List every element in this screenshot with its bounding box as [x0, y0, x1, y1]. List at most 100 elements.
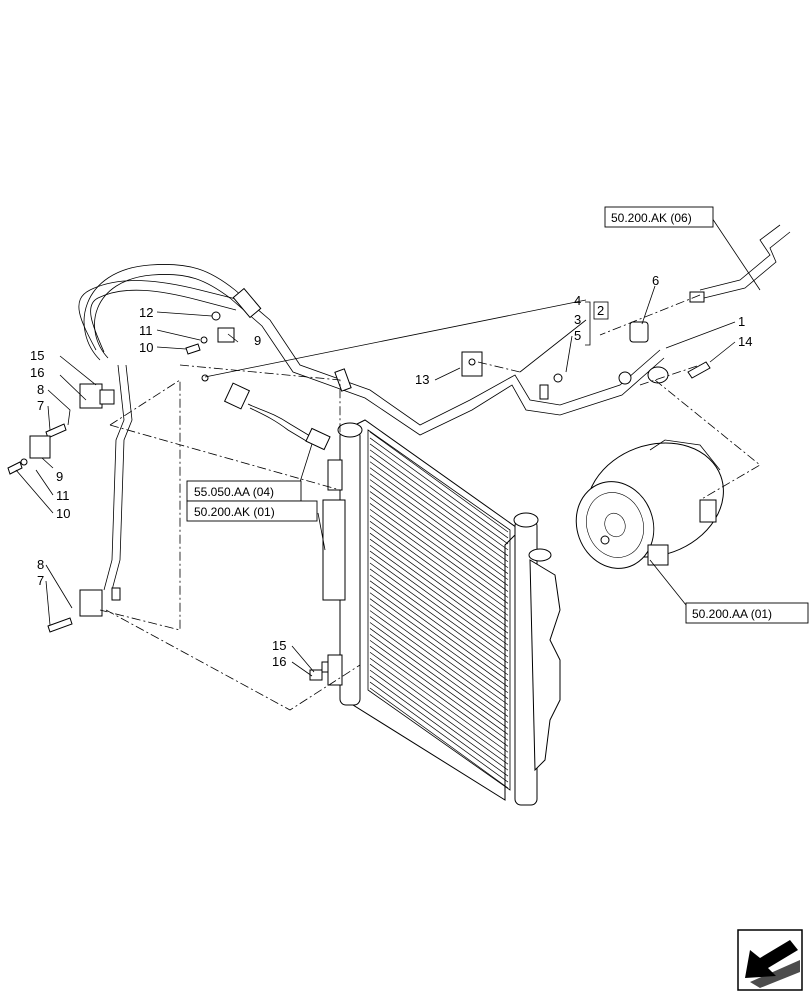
callout-2: 2	[597, 303, 604, 318]
fin-line	[369, 628, 509, 729]
callout-7-bottom: 7	[37, 573, 44, 588]
callout-3: 3	[574, 312, 581, 327]
callout-9-left: 9	[56, 469, 63, 484]
fin-line	[369, 503, 509, 604]
callout-11-top: 11	[139, 323, 153, 338]
fin-line	[369, 544, 509, 646]
clip-8-top	[79, 383, 103, 409]
fin-line	[369, 473, 509, 574]
ref-link-aa01[interactable]: 50.200.AA (01)	[685, 602, 809, 624]
seal-ring	[618, 371, 632, 385]
fin-line	[369, 675, 509, 777]
fin-line	[369, 449, 509, 551]
callout-16-bottom: 16	[272, 654, 286, 669]
fin-line	[369, 610, 509, 711]
fin-line	[369, 580, 509, 682]
fin-line	[369, 592, 509, 694]
callout-1: 1	[738, 314, 745, 329]
fitting-6	[629, 321, 649, 343]
callout-6: 6	[652, 273, 659, 288]
fin-line	[369, 646, 509, 747]
fin-line	[369, 669, 509, 771]
fin-line	[369, 550, 509, 652]
bolt-10-left	[7, 461, 23, 475]
fin-line	[369, 568, 509, 670]
fin-line	[369, 515, 509, 616]
fin-line	[369, 526, 509, 628]
fin-line	[369, 485, 509, 586]
o-ring-switch	[201, 374, 209, 382]
callout-15-top: 15	[30, 348, 44, 363]
callout-9-top: 9	[254, 333, 261, 348]
callout-15-bottom: 15	[272, 638, 286, 653]
bolt-14	[687, 361, 711, 379]
bolt-10-top	[185, 343, 201, 355]
washer-11-top	[200, 336, 208, 344]
svg-text:50.200.AK (01)[interactable]: 50.200.AK (01)	[194, 505, 275, 519]
bracket-9-top	[217, 327, 235, 343]
callout-12: 12	[139, 305, 153, 320]
fin-line	[369, 616, 509, 717]
fin-line	[369, 663, 509, 765]
callout-2-box	[593, 301, 609, 320]
fin-line	[369, 562, 509, 664]
svg-text:50.200.AK (06)[interactable]: 50.200.AK (06)	[611, 211, 692, 225]
fin-line	[369, 622, 509, 723]
fin-line	[369, 687, 509, 789]
fin-line	[369, 509, 509, 610]
fin-line	[369, 634, 509, 735]
fin-line	[369, 657, 509, 759]
fin-line	[369, 497, 509, 598]
callout-10-top: 10	[139, 340, 153, 355]
clip-16-bottom	[309, 669, 323, 681]
bolt-7-bottom	[47, 617, 73, 633]
callout-8-top: 8	[37, 382, 44, 397]
leader-lines	[15, 217, 761, 677]
hose-block-1	[647, 366, 669, 384]
callout-labels: 1 2 3 4 5 6 7 7 8 8 9 9 10 10 11 11 12 1…	[30, 273, 752, 669]
fin-line	[369, 479, 509, 580]
fin-line	[369, 586, 509, 688]
fin-line	[369, 431, 509, 533]
fin-line	[369, 521, 509, 622]
fin-line	[369, 681, 509, 783]
callout-11-left: 11	[56, 488, 70, 503]
clip-8-bottom	[79, 589, 103, 617]
arrow-back-icon[interactable]	[737, 929, 803, 991]
fin-line	[369, 461, 509, 563]
fin-line	[369, 604, 509, 705]
ref-link-ak06[interactable]: 50.200.AK (06)	[604, 206, 714, 228]
pressure-switch	[223, 382, 331, 451]
fin-line	[369, 556, 509, 658]
nut-12	[211, 311, 221, 321]
reference-links[interactable]: 50.200.AK (06) 55.050.AA (04) 50.200.AK …	[186, 206, 809, 624]
fin-line	[369, 455, 509, 557]
callout-10-left: 10	[56, 506, 70, 521]
callout-8-bottom: 8	[37, 557, 44, 572]
fin-line	[369, 640, 509, 741]
compressor	[575, 439, 724, 569]
fittings	[7, 311, 711, 681]
ref-link-ak01[interactable]: 50.200.AK (01)	[186, 500, 318, 522]
fin-line	[369, 467, 509, 569]
fin-line	[369, 538, 509, 640]
condenser	[322, 419, 561, 806]
svg-text:55.050.AA (04)[interactable]: 55.050.AA (04)	[194, 485, 274, 499]
o-ring-5	[553, 373, 563, 383]
svg-text:50.200.AA (01)[interactable]: 50.200.AA (01)	[692, 607, 772, 621]
fin-line	[369, 598, 509, 699]
fin-line	[369, 491, 509, 592]
washer-11-left	[20, 458, 28, 466]
callout-5: 5	[574, 328, 581, 343]
callout-14: 14	[738, 334, 752, 349]
fin-line	[369, 532, 509, 634]
fin-line	[369, 437, 509, 539]
fin-line	[369, 443, 509, 545]
callout-7-top: 7	[37, 398, 44, 413]
fin-line	[369, 651, 509, 753]
fin-line	[369, 574, 509, 676]
callout-16-top: 16	[30, 365, 44, 380]
ref-link-aa04[interactable]: 55.050.AA (04)	[186, 480, 302, 502]
callout-13: 13	[415, 372, 429, 387]
